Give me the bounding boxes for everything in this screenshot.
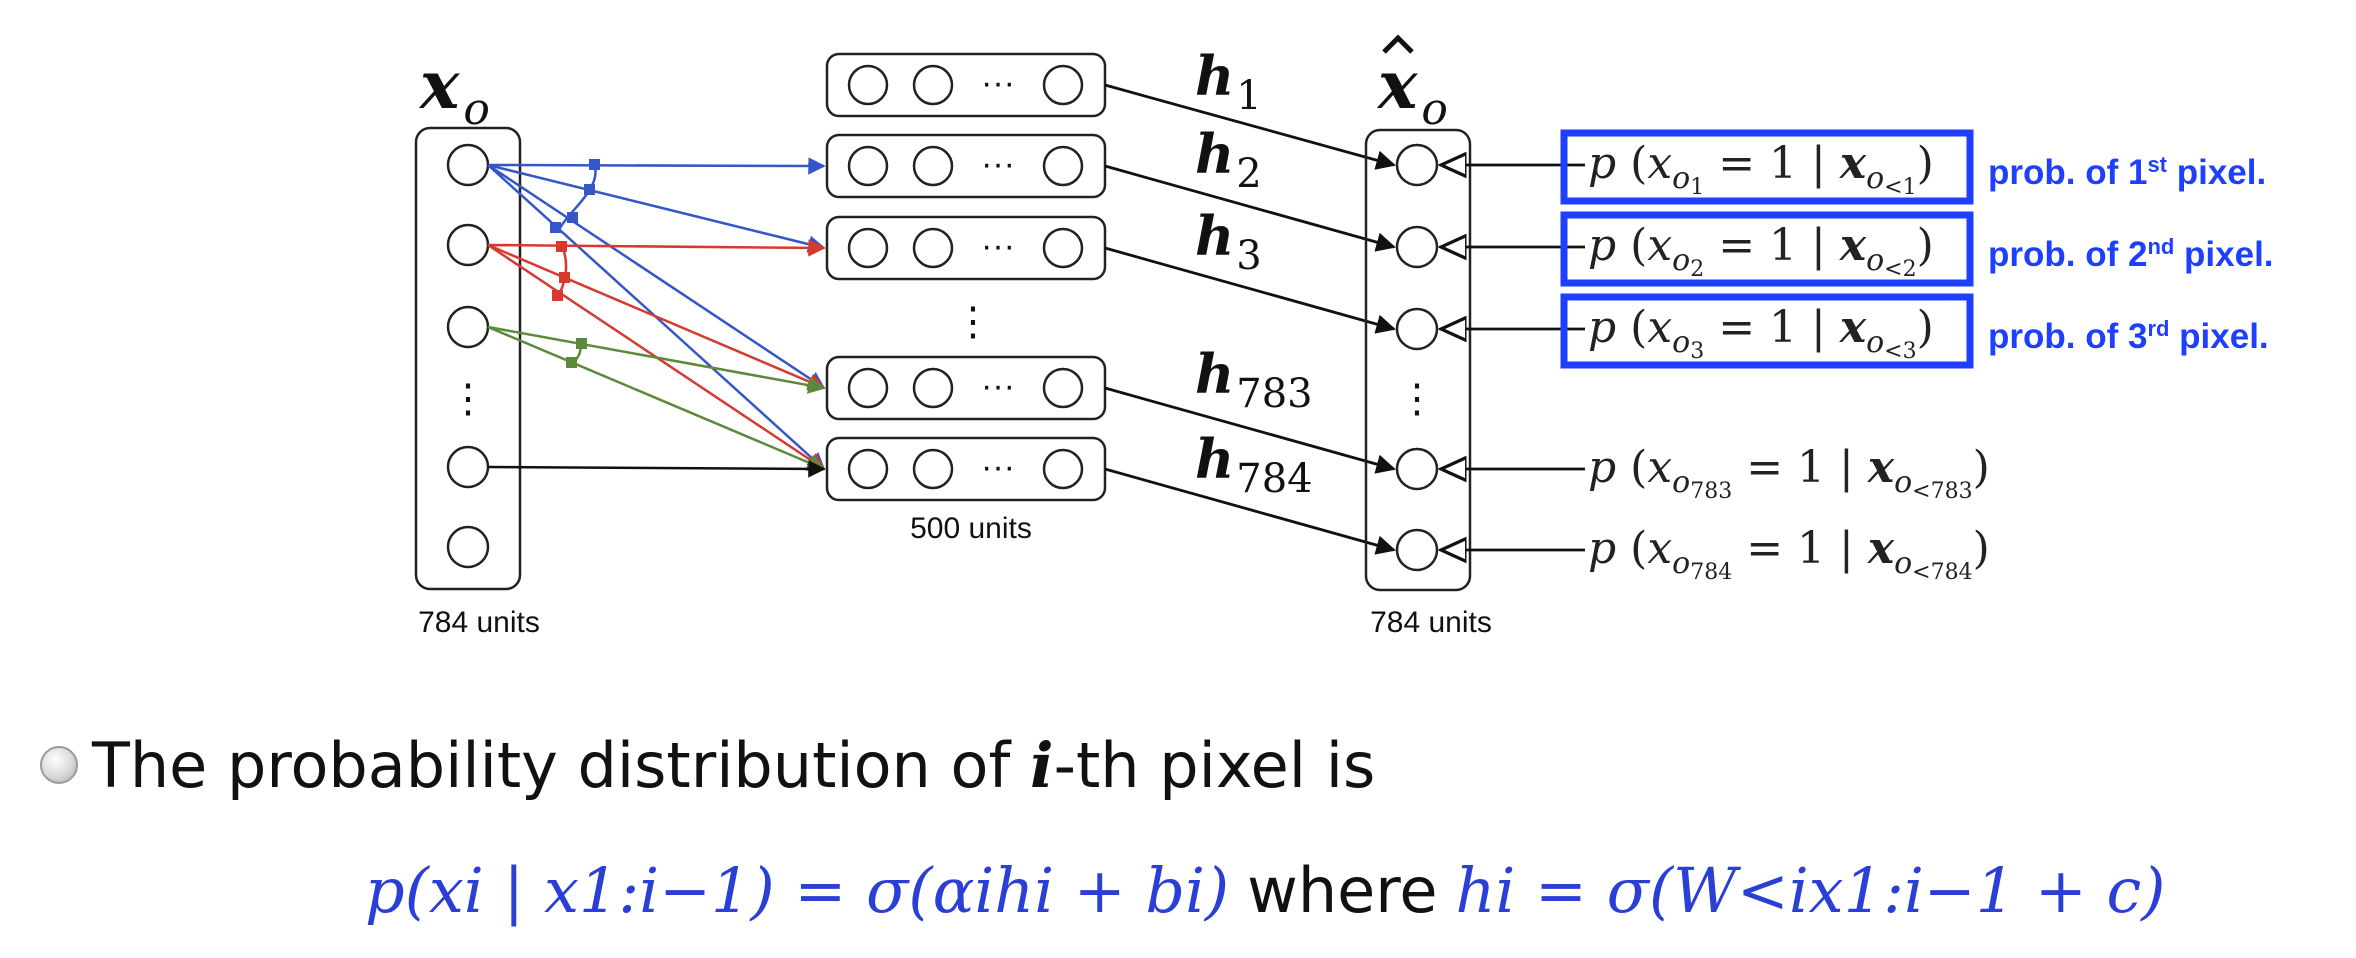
formula-line: p(xi | x1:i−1) = σ(αihi + bi) where hi =… [365, 845, 2165, 935]
output-hat [1382, 34, 1414, 54]
output-unit [1395, 528, 1439, 572]
nade-diagram: xo ⋮ 784 units ··· ··· ··· [414, 34, 2274, 639]
hidden-vertical-ellipsis: ⋮ [953, 299, 993, 345]
output-unit [1395, 143, 1439, 187]
input-unit [446, 445, 490, 489]
input-unit [446, 143, 490, 187]
formula-lhs: p(xi | x1:i−1) = σ(αihi + bi) [365, 853, 1230, 927]
hidden-row-784: ··· [825, 436, 1107, 502]
hidden-row-ellipsis: ··· [981, 145, 1015, 183]
input-unit [446, 525, 490, 569]
hidden-row-ellipsis: ··· [981, 448, 1015, 486]
bullet-text-before: The probability distribution of [92, 728, 1031, 802]
highlight-box [1560, 129, 1974, 205]
prob-term: p (xo1 = 1 | xo<1) [1588, 138, 1934, 200]
output-layer-label: xo [1376, 46, 1448, 135]
h-label: h1 [1195, 44, 1262, 119]
hidden-row-ellipsis: ··· [981, 227, 1015, 265]
formula-where: where [1247, 853, 1438, 927]
prob-term: p (xo3 = 1 | xo<3) [1588, 302, 1934, 364]
hidden-row-3: ··· [825, 215, 1107, 281]
bullet-text-after: -th pixel is [1053, 728, 1376, 802]
h-label: h3 [1195, 204, 1262, 279]
output-unit [1395, 225, 1439, 269]
input-vertical-ellipsis: ⋮ [448, 376, 488, 422]
highlight-boxes [1560, 129, 1974, 369]
prob-annotation: prob. of 2nd pixel. [1988, 234, 2274, 274]
prob-term: p (xo784 = 1 | xo<784) [1588, 523, 1990, 585]
input-layer-label: xo [418, 46, 490, 135]
output-vertical-ellipsis: ⋮ [1397, 376, 1437, 422]
prob-term: p (xo2 = 1 | xo<2) [1588, 220, 1934, 282]
prob-term: p (xo783 = 1 | xo<783) [1588, 442, 1990, 504]
prob-annotation: prob. of 3rd pixel. [1988, 316, 2269, 356]
input-unit [446, 305, 490, 349]
input-layer-box [414, 126, 522, 591]
hidden-row-2: ··· [825, 133, 1107, 199]
output-layer-box [1364, 128, 1472, 592]
prob-annotation: prob. of 1st pixel. [1988, 152, 2266, 192]
hidden-units-label: 500 units [910, 512, 1032, 545]
bullet-variable: i [1030, 728, 1054, 802]
hidden-row-1: ··· [825, 52, 1107, 118]
hidden-row-ellipsis: ··· [981, 367, 1015, 405]
input-unit [446, 223, 490, 267]
output-units-label: 784 units [1370, 606, 1492, 639]
hidden-output-connections [1104, 83, 1396, 555]
probability-annotations: prob. of 1st pixel. prob. of 2nd pixel. … [1988, 152, 2274, 356]
h-label: h2 [1195, 122, 1262, 197]
h-labels: h1 h2 h3 h783 h784 [1195, 44, 1313, 502]
formula-rhs: hi = σ(W<ix1:i−1 + c) [1455, 853, 2166, 927]
probability-terms: p (xo1 = 1 | xo<1) p (xo2 = 1 | xo<2) p … [1588, 138, 1990, 585]
output-unit [1395, 447, 1439, 491]
input-hidden-connections [487, 157, 826, 478]
bullet-icon [40, 746, 78, 784]
input-units [446, 143, 490, 569]
highlight-box [1560, 293, 1974, 369]
hidden-row-ellipsis: ··· [981, 64, 1015, 102]
hidden-rows: ··· ··· ··· ⋮ ··· ·· [825, 52, 1107, 502]
h-label: h783 [1195, 342, 1313, 417]
highlight-box [1560, 211, 1974, 287]
output-unit [1395, 307, 1439, 351]
h-label: h784 [1195, 427, 1313, 502]
hidden-row-783: ··· [825, 355, 1107, 421]
output-units [1395, 143, 1439, 572]
bullet-line: The probability distribution of i -th pi… [40, 725, 1375, 805]
input-units-label: 784 units [418, 606, 540, 639]
